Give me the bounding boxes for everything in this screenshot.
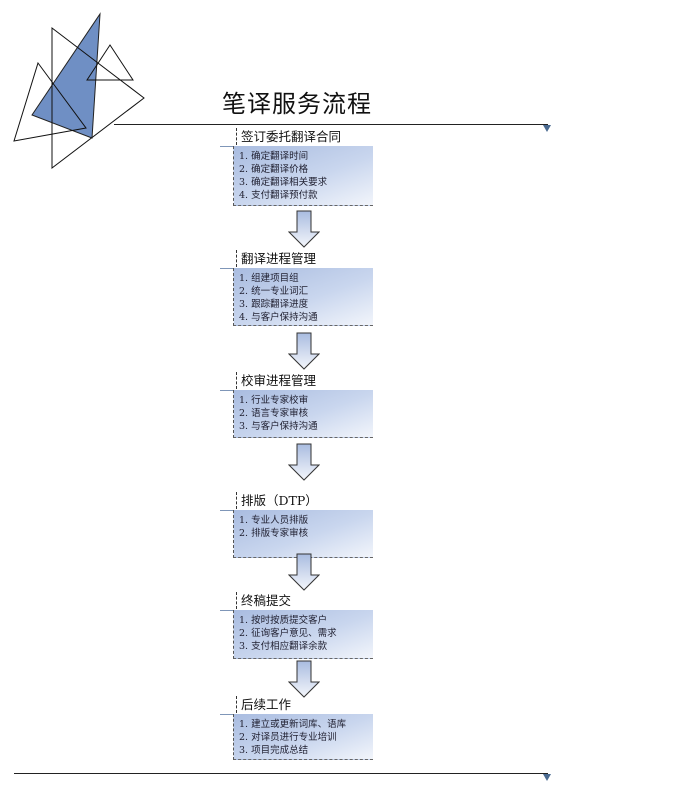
divider-end-marker <box>543 774 551 781</box>
divider-end-marker <box>543 125 551 132</box>
step-item: 2. 排版专家审核 <box>239 528 309 539</box>
step-item: 3. 支付相应翻译余款 <box>239 641 328 652</box>
step-connector <box>220 268 236 269</box>
step-details-box: 1. 确定翻译时间 2. 确定翻译价格 3. 确定翻译相关要求 4. 支付翻译预付款 <box>233 146 373 206</box>
step-connector <box>220 510 236 511</box>
step-heading: 后续工作 <box>236 696 291 713</box>
down-arrow-icon <box>288 210 320 248</box>
step-heading: 排版（DTP） <box>236 492 318 509</box>
step-item: 2. 确定翻译价格 <box>239 164 309 175</box>
down-arrow-icon <box>288 660 320 698</box>
step-item: 3. 项目完成总结 <box>239 745 309 756</box>
down-arrow-icon <box>288 443 320 481</box>
step-item: 2. 对译员进行专业培训 <box>239 732 337 743</box>
step-details-box: 1. 按时按质提交客户 2. 征询客户意见、需求 3. 支付相应翻译余款 <box>233 610 373 659</box>
step-item: 4. 支付翻译预付款 <box>239 190 318 201</box>
step-heading: 翻译进程管理 <box>236 250 316 267</box>
step-connector <box>220 146 236 147</box>
page-title: 笔译服务流程 <box>222 90 372 118</box>
step-item: 1. 确定翻译时间 <box>239 151 309 162</box>
top-divider <box>114 124 548 125</box>
step-heading: 校审进程管理 <box>236 372 316 389</box>
step-item: 4. 与客户保持沟通 <box>239 312 318 323</box>
step-item: 1. 按时按质提交客户 <box>239 615 328 626</box>
step-details-box: 1. 建立或更新词库、语库 2. 对译员进行专业培训 3. 项目完成总结 <box>233 714 373 760</box>
step-item: 1. 组建项目组 <box>239 273 299 284</box>
step-connector <box>220 390 236 391</box>
step-connector <box>220 714 236 715</box>
step-item: 3. 与客户保持沟通 <box>239 421 318 432</box>
step-item: 1. 行业专家校审 <box>239 395 309 406</box>
triangles-logo <box>13 12 145 170</box>
step-item: 1. 建立或更新词库、语库 <box>239 719 347 730</box>
step-item: 2. 征询客户意见、需求 <box>239 628 337 639</box>
step-connector <box>220 610 236 611</box>
step-item: 2. 统一专业词汇 <box>239 286 309 297</box>
step-heading: 签订委托翻译合同 <box>236 128 341 145</box>
down-arrow-icon <box>288 553 320 591</box>
step-item: 2. 语言专家审核 <box>239 408 309 419</box>
step-item: 3. 跟踪翻译进度 <box>239 299 309 310</box>
step-details-box: 1. 行业专家校审 2. 语言专家审核 3. 与客户保持沟通 <box>233 390 373 438</box>
step-details-box: 1. 专业人员排版 2. 排版专家审核 <box>233 510 373 558</box>
step-item: 3. 确定翻译相关要求 <box>239 177 328 188</box>
step-details-box: 1. 组建项目组 2. 统一专业词汇 3. 跟踪翻译进度 4. 与客户保持沟通 <box>233 268 373 326</box>
step-item: 1. 专业人员排版 <box>239 515 309 526</box>
down-arrow-icon <box>288 332 320 370</box>
step-heading: 终稿提交 <box>236 592 291 609</box>
bottom-divider <box>14 773 548 774</box>
